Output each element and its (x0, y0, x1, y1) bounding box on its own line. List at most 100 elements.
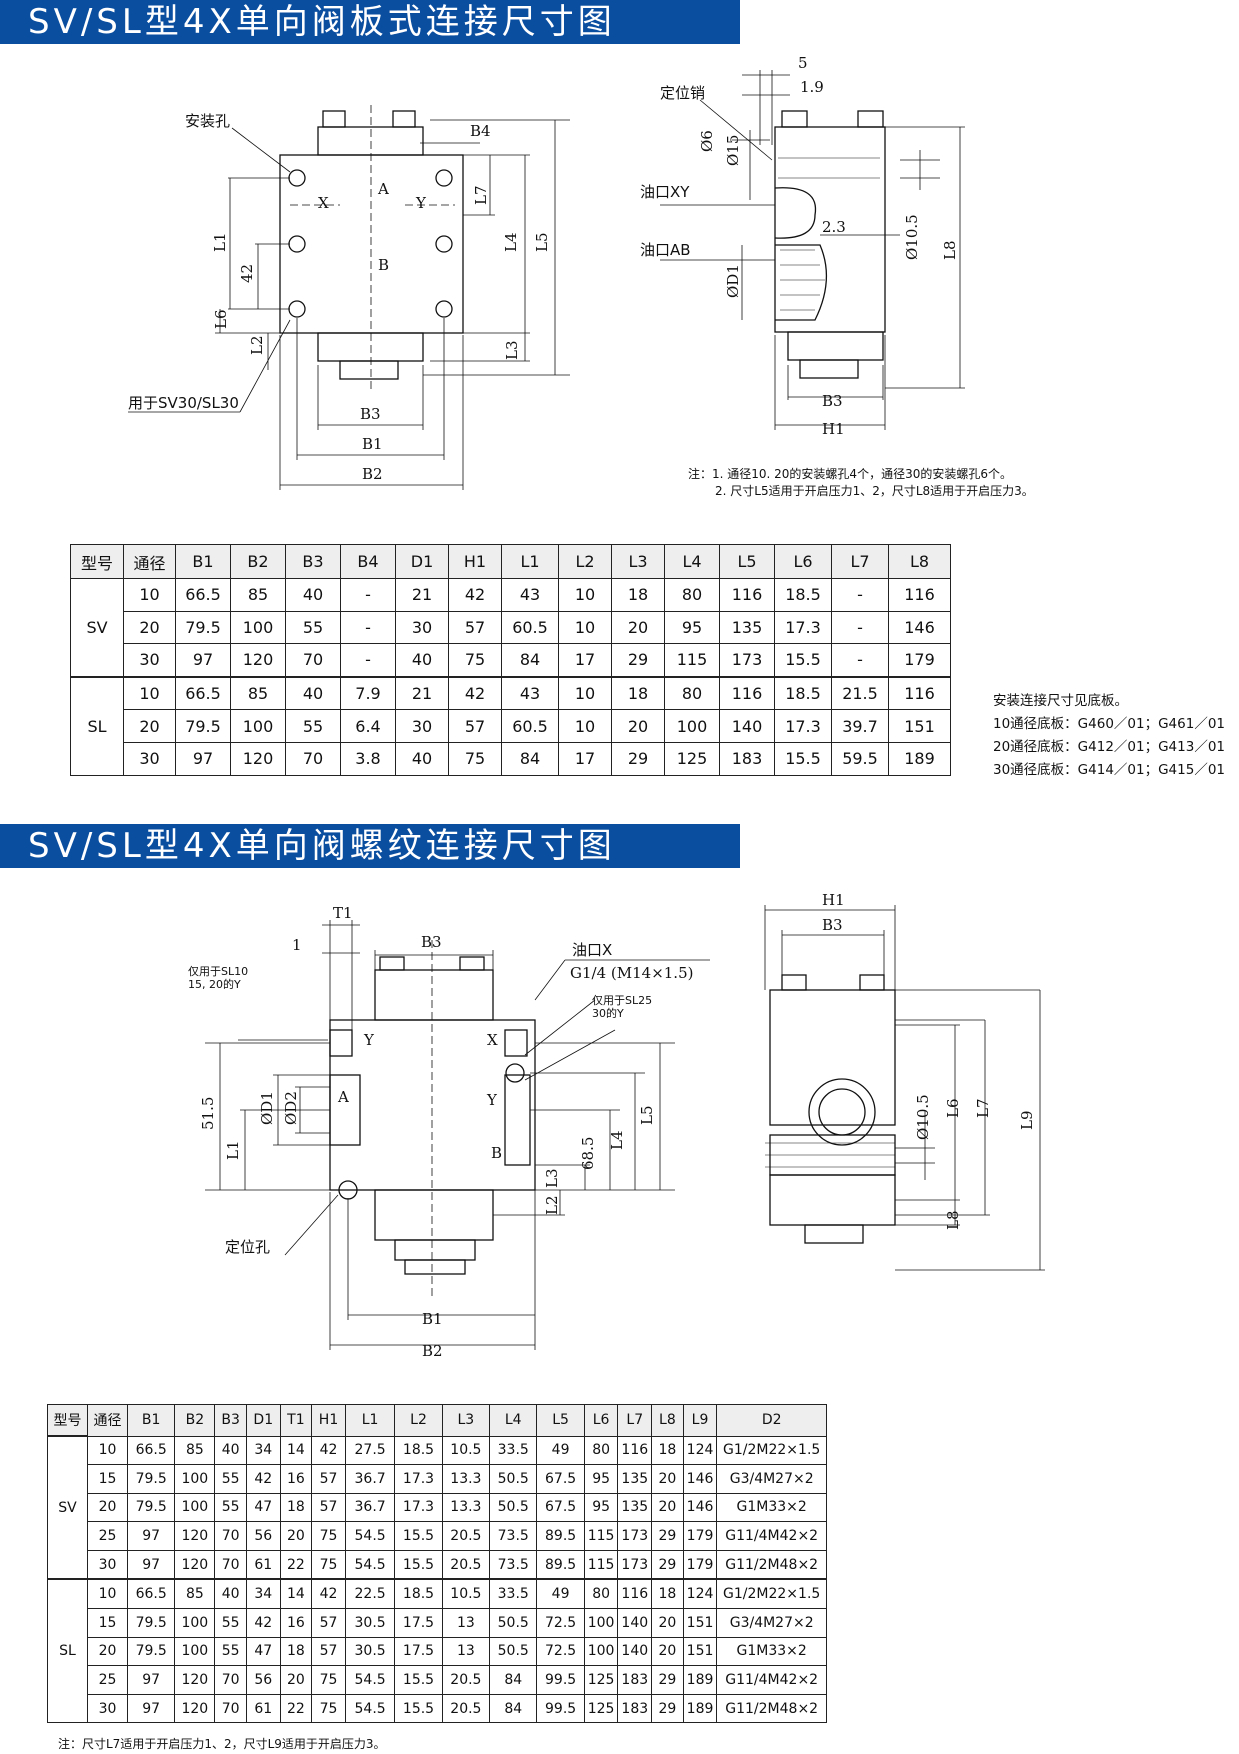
table-cell: 42 (311, 1578, 346, 1610)
table-cell: 125 (583, 1693, 619, 1724)
dim-h1: H1 (822, 420, 845, 438)
label-for-sv30: 用于SV30/SL30 (128, 394, 239, 412)
table-cell: 120 (230, 643, 286, 678)
table-cell: G3/4M27×2 (716, 1464, 827, 1494)
note-2: 2. 尺寸L5适用于开启压力1、2，尺寸L8适用于开启压力3。 (715, 484, 1034, 498)
subplate-front-view: 安装孔 X A Y B B4 L7 L4 L5 L1 42 L6 L2 L3 B… (128, 105, 570, 490)
label-b: B (491, 1144, 502, 1162)
dim-68-5: 68.5 (579, 1137, 597, 1170)
dim-b2: B2 (422, 1342, 443, 1360)
table-cell: 27.5 (344, 1435, 396, 1466)
table-cell: 151 (682, 1636, 718, 1667)
table-cell: 84 (501, 643, 559, 678)
table-cell: 99.5 (536, 1665, 585, 1695)
table-cell: 85 (230, 578, 286, 612)
table-cell: 79.5 (126, 1608, 176, 1638)
table-cell: 18 (279, 1636, 313, 1667)
table-cell: 18 (611, 675, 665, 711)
label-only-sl10: 仅用于SL10 (188, 965, 248, 978)
table-cell: 95 (583, 1464, 619, 1494)
table-cell: 3.8 (340, 741, 396, 776)
table-cell: - (340, 578, 396, 612)
table-cell: 116 (617, 1435, 653, 1466)
dim-l2: L2 (248, 335, 266, 355)
table-cell: 10 (87, 1435, 128, 1466)
table-cell: 80 (664, 675, 720, 711)
table-cell: 84 (501, 741, 559, 776)
table-cell: 151 (888, 709, 951, 743)
table-cell: 40 (285, 578, 341, 612)
table-cell: 72.5 (536, 1608, 585, 1638)
label-x: X (318, 194, 329, 212)
table-cell: 75 (311, 1693, 346, 1724)
header-cell: D1 (245, 1404, 281, 1437)
dim-phi15: Ø15 (724, 135, 742, 166)
table-cell: 10 (87, 1578, 128, 1610)
table-cell: 183 (617, 1693, 653, 1724)
table-cell: 10 (123, 675, 176, 711)
table-cell: 40 (395, 741, 449, 776)
table-cell: 13.3 (441, 1464, 491, 1494)
table-cell: 10.5 (441, 1435, 491, 1466)
table-cell: 99.5 (536, 1693, 585, 1724)
table-cell: 140 (617, 1608, 653, 1638)
table-cell: 179 (682, 1549, 718, 1580)
table-cell: 59.5 (831, 741, 889, 776)
dim-phi10-5: Ø10.5 (903, 214, 921, 260)
table-cell: 30 (123, 643, 176, 678)
table-cell: 97 (126, 1549, 176, 1580)
table-cell: 13 (441, 1636, 491, 1667)
table-cell: 34 (245, 1578, 281, 1610)
footnote-section2: 注：尺寸L7适用于开启压力1、2，尺寸L9适用于开启压力3。 (58, 1737, 386, 1751)
dim-51-5: 51.5 (199, 1097, 217, 1130)
table-cell: 57 (311, 1636, 346, 1667)
dim-l6: L6 (212, 309, 230, 329)
table-cell: 57 (311, 1608, 346, 1638)
table-cell: 17 (558, 643, 612, 678)
table-cell: 173 (617, 1549, 653, 1580)
label-locate-hole: 定位孔 (225, 1238, 270, 1256)
table-cell: - (340, 643, 396, 678)
table-cell: 56 (245, 1665, 281, 1695)
table-cell: 116 (719, 675, 775, 711)
table-cell: 70 (214, 1549, 247, 1580)
table-cell: - (340, 610, 396, 645)
table-cell: 79.5 (175, 610, 231, 645)
table-cell: 66.5 (126, 1578, 176, 1610)
model-cell: SL (47, 1578, 88, 1724)
table-cell: 100 (230, 610, 286, 645)
table-cell: 124 (682, 1435, 718, 1466)
dim-l3: L3 (543, 1168, 561, 1188)
table-cell: 14 (279, 1578, 313, 1610)
header-cell: L9 (682, 1404, 718, 1437)
header-cell: D2 (716, 1404, 827, 1437)
section1-title: SV/SL型4X单向阀板式连接尺寸图 (0, 0, 740, 44)
header-cell: L3 (611, 544, 665, 579)
ref-line-1: 安装连接尺寸见底板。 (993, 693, 1128, 709)
header-cell: L7 (617, 1404, 653, 1437)
table-cell: 17.3 (774, 709, 832, 743)
table-cell: 17.5 (394, 1608, 443, 1638)
dim-l9: L9 (1018, 1110, 1036, 1130)
table-cell: G3/4M27×2 (716, 1608, 827, 1638)
dim-2-3: 2.3 (822, 218, 846, 236)
table-cell: 54.5 (344, 1693, 396, 1724)
table-cell: 97 (175, 741, 231, 776)
table-cell: 20 (611, 709, 665, 743)
table-cell: 20.5 (441, 1693, 491, 1724)
table-cell: 146 (682, 1492, 718, 1523)
table-cell: 75 (311, 1521, 346, 1551)
label-y: Y (363, 1031, 375, 1049)
dim-l4: L4 (502, 232, 520, 252)
table-cell: 72.5 (536, 1636, 585, 1667)
table-cell: 189 (682, 1693, 718, 1724)
table-cell: 57 (448, 709, 502, 743)
label-mount-hole: 安装孔 (185, 112, 230, 130)
header-cell: L1 (344, 1404, 396, 1437)
table-cell: G11/4M42×2 (716, 1521, 827, 1551)
header-cell: 通径 (87, 1404, 128, 1437)
